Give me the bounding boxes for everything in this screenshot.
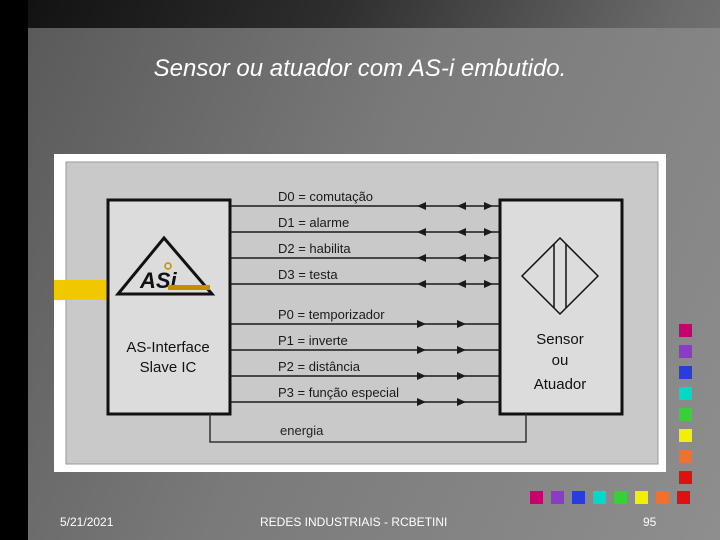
footer-date: 5/21/2021 bbox=[60, 515, 114, 529]
decor-square bbox=[635, 491, 648, 504]
arrow-head bbox=[417, 280, 426, 288]
arrow-head bbox=[417, 320, 426, 328]
sensor-symbol-icon bbox=[520, 236, 600, 316]
signal-label: D0 = comutação bbox=[278, 189, 373, 204]
decor-square bbox=[679, 471, 692, 484]
arrow-head bbox=[457, 202, 466, 210]
arrow-head bbox=[417, 202, 426, 210]
signal-label: D1 = alarme bbox=[278, 215, 349, 230]
power-line: energia bbox=[209, 414, 527, 443]
decor-square bbox=[677, 491, 690, 504]
arrow-head bbox=[457, 320, 466, 328]
arrow-head bbox=[484, 254, 493, 262]
arrow-head bbox=[457, 346, 466, 354]
footer-center-text: REDES INDUSTRIAIS - RCBETINI bbox=[260, 515, 448, 529]
as-i-diagram: ASi AS-Interface Slave IC Sensor ou Atua… bbox=[54, 154, 666, 472]
signal-label: P2 = distância bbox=[278, 359, 361, 374]
decor-square bbox=[679, 450, 692, 463]
asi-logo: ASi bbox=[114, 235, 216, 296]
arrow-head bbox=[457, 280, 466, 288]
decor-square bbox=[530, 491, 543, 504]
arrow-head bbox=[457, 372, 466, 380]
decor-square bbox=[679, 429, 692, 442]
power-label: energia bbox=[280, 423, 324, 438]
arrow-head bbox=[417, 346, 426, 354]
decor-square bbox=[679, 324, 692, 337]
device-box-line1: Sensor bbox=[536, 331, 584, 348]
slave-box-line1: AS-Interface bbox=[126, 339, 209, 356]
decor-square bbox=[593, 491, 606, 504]
arrow-head bbox=[457, 254, 466, 262]
slave-ic-box bbox=[106, 198, 232, 416]
decor-square bbox=[572, 491, 585, 504]
signal-lines: D0 = comutação D1 = alarme D2 = habilitaD3… bbox=[230, 189, 500, 406]
arrow-head bbox=[457, 398, 466, 406]
signal-label: P1 = inverte bbox=[278, 333, 348, 348]
decor-square bbox=[656, 491, 669, 504]
arrow-head bbox=[417, 398, 426, 406]
device-box-line3: Atuador bbox=[534, 376, 587, 393]
decor-square bbox=[679, 408, 692, 421]
decor-square bbox=[551, 491, 564, 504]
arrow-head bbox=[484, 202, 493, 210]
arrow-head bbox=[484, 228, 493, 236]
signal-label: D3 = testa bbox=[278, 267, 338, 282]
device-box-line2: ou bbox=[552, 352, 569, 369]
slide-title: Sensor ou atuador com AS-i embutido. bbox=[153, 55, 567, 82]
page-number: 95 bbox=[643, 515, 657, 529]
signal-label: D2 = habilita bbox=[278, 241, 351, 256]
decor-square bbox=[679, 366, 692, 379]
arrow-head bbox=[417, 254, 426, 262]
slave-box-line2: Slave IC bbox=[140, 359, 197, 376]
signal-label: P0 = temporizador bbox=[278, 307, 385, 322]
arrow-head bbox=[417, 228, 426, 236]
arrow-head bbox=[484, 280, 493, 288]
arrow-head bbox=[457, 228, 466, 236]
signal-label: P3 = função especial bbox=[278, 385, 399, 400]
decor-square bbox=[614, 491, 627, 504]
arrow-head bbox=[417, 372, 426, 380]
decor-square bbox=[679, 345, 692, 358]
decor-square bbox=[679, 387, 692, 400]
left-border bbox=[0, 0, 28, 540]
sensor-actuator-box bbox=[498, 198, 624, 416]
connector-plug bbox=[54, 280, 108, 300]
